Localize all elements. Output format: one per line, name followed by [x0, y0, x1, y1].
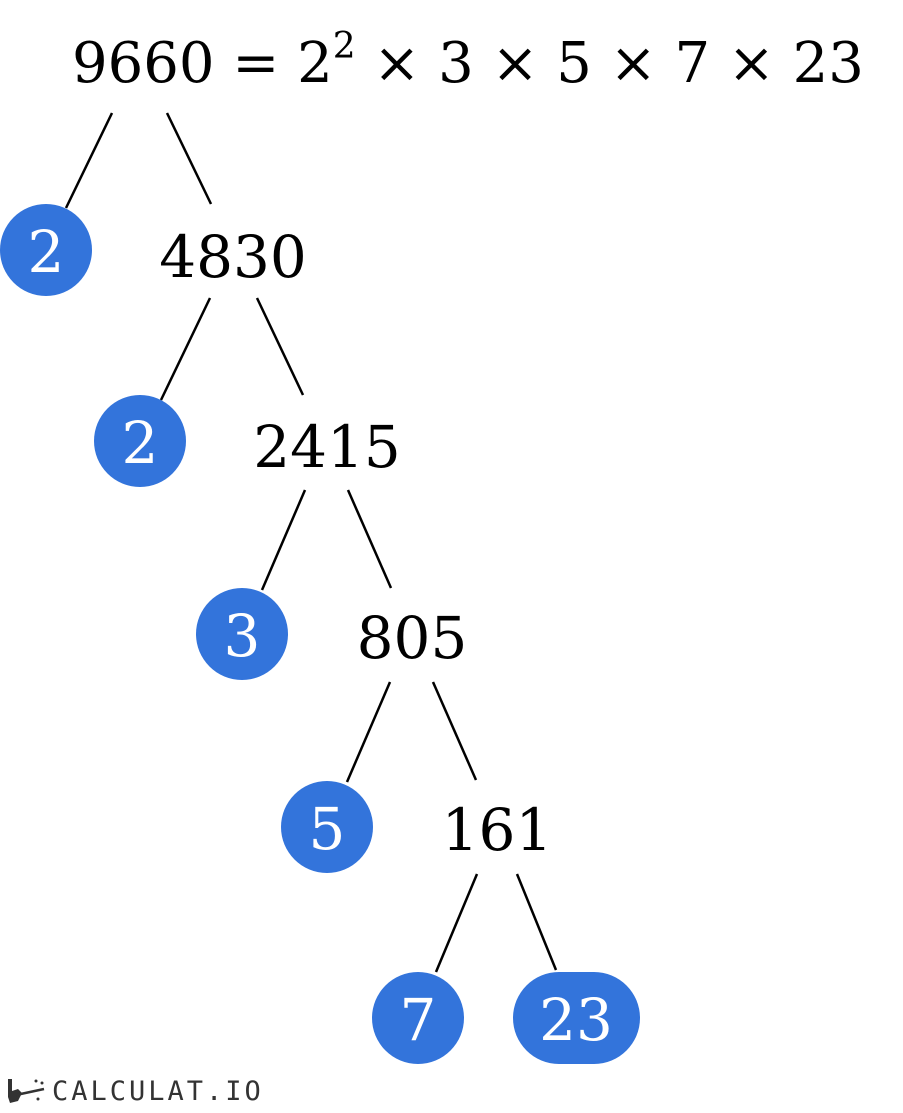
calculat-logo: CALCULAT.IO	[6, 1076, 264, 1107]
svg-text:2: 2	[122, 409, 159, 477]
svg-text:7: 7	[400, 986, 437, 1054]
prime-node: 2	[94, 395, 186, 487]
logo-text: CALCULAT.IO	[52, 1076, 264, 1107]
hand-wand-icon	[8, 1078, 45, 1103]
svg-text:2: 2	[28, 218, 65, 286]
svg-text:3: 3	[224, 602, 261, 670]
branches	[64, 112, 558, 973]
svg-text:5: 5	[309, 795, 346, 863]
prime-node: 7	[372, 972, 464, 1064]
composite-node: 805	[357, 604, 468, 672]
composite-node: 2415	[253, 413, 401, 481]
prime-node: 23	[513, 972, 640, 1064]
composite-node: 4830	[159, 223, 307, 291]
composite-node: 161	[442, 796, 553, 864]
title-equation: 9660 = 22 × 3 × 5 × 7 × 23	[72, 26, 864, 96]
prime-node: 3	[196, 588, 288, 680]
prime-node: 2	[0, 204, 92, 296]
prime-node: 5	[281, 781, 373, 873]
svg-text:23: 23	[539, 986, 613, 1054]
